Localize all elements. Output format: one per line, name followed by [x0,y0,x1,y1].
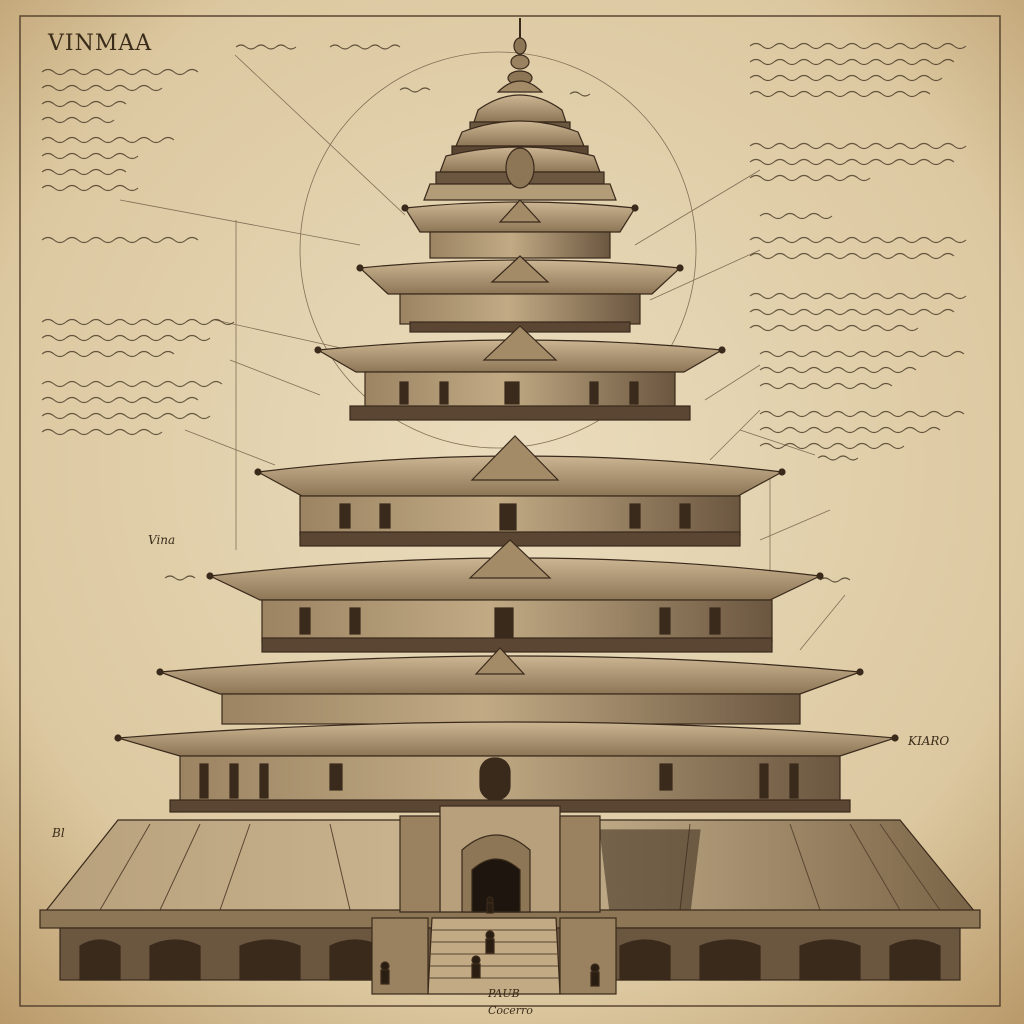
bottom-label-1: PAUB [488,987,520,1000]
roof-tier-2 [358,255,682,333]
dome-tiers [423,94,617,201]
spire-finial [496,18,544,93]
roof-tier-6 [159,647,861,725]
eave-ornaments [114,204,899,742]
bottom-label-2: Cocerro [488,1004,533,1017]
annotation-scribbles [41,42,967,583]
figures [380,896,600,987]
base-label: Bl [52,826,65,840]
roof-tier-7 [117,721,896,813]
construction-lines [119,51,846,651]
drawing-title: VINMAA [48,31,153,56]
roof-tier-4 [256,435,784,547]
page-border [19,15,1001,1007]
mid-label: Vina [148,533,176,547]
roof-tier-1 [403,199,637,259]
right-label: KIARO [908,734,950,748]
central-stairway [371,805,617,995]
roof-tier-3 [316,325,724,421]
roof-tier-5 [207,539,823,653]
vimana-structure [39,18,981,995]
